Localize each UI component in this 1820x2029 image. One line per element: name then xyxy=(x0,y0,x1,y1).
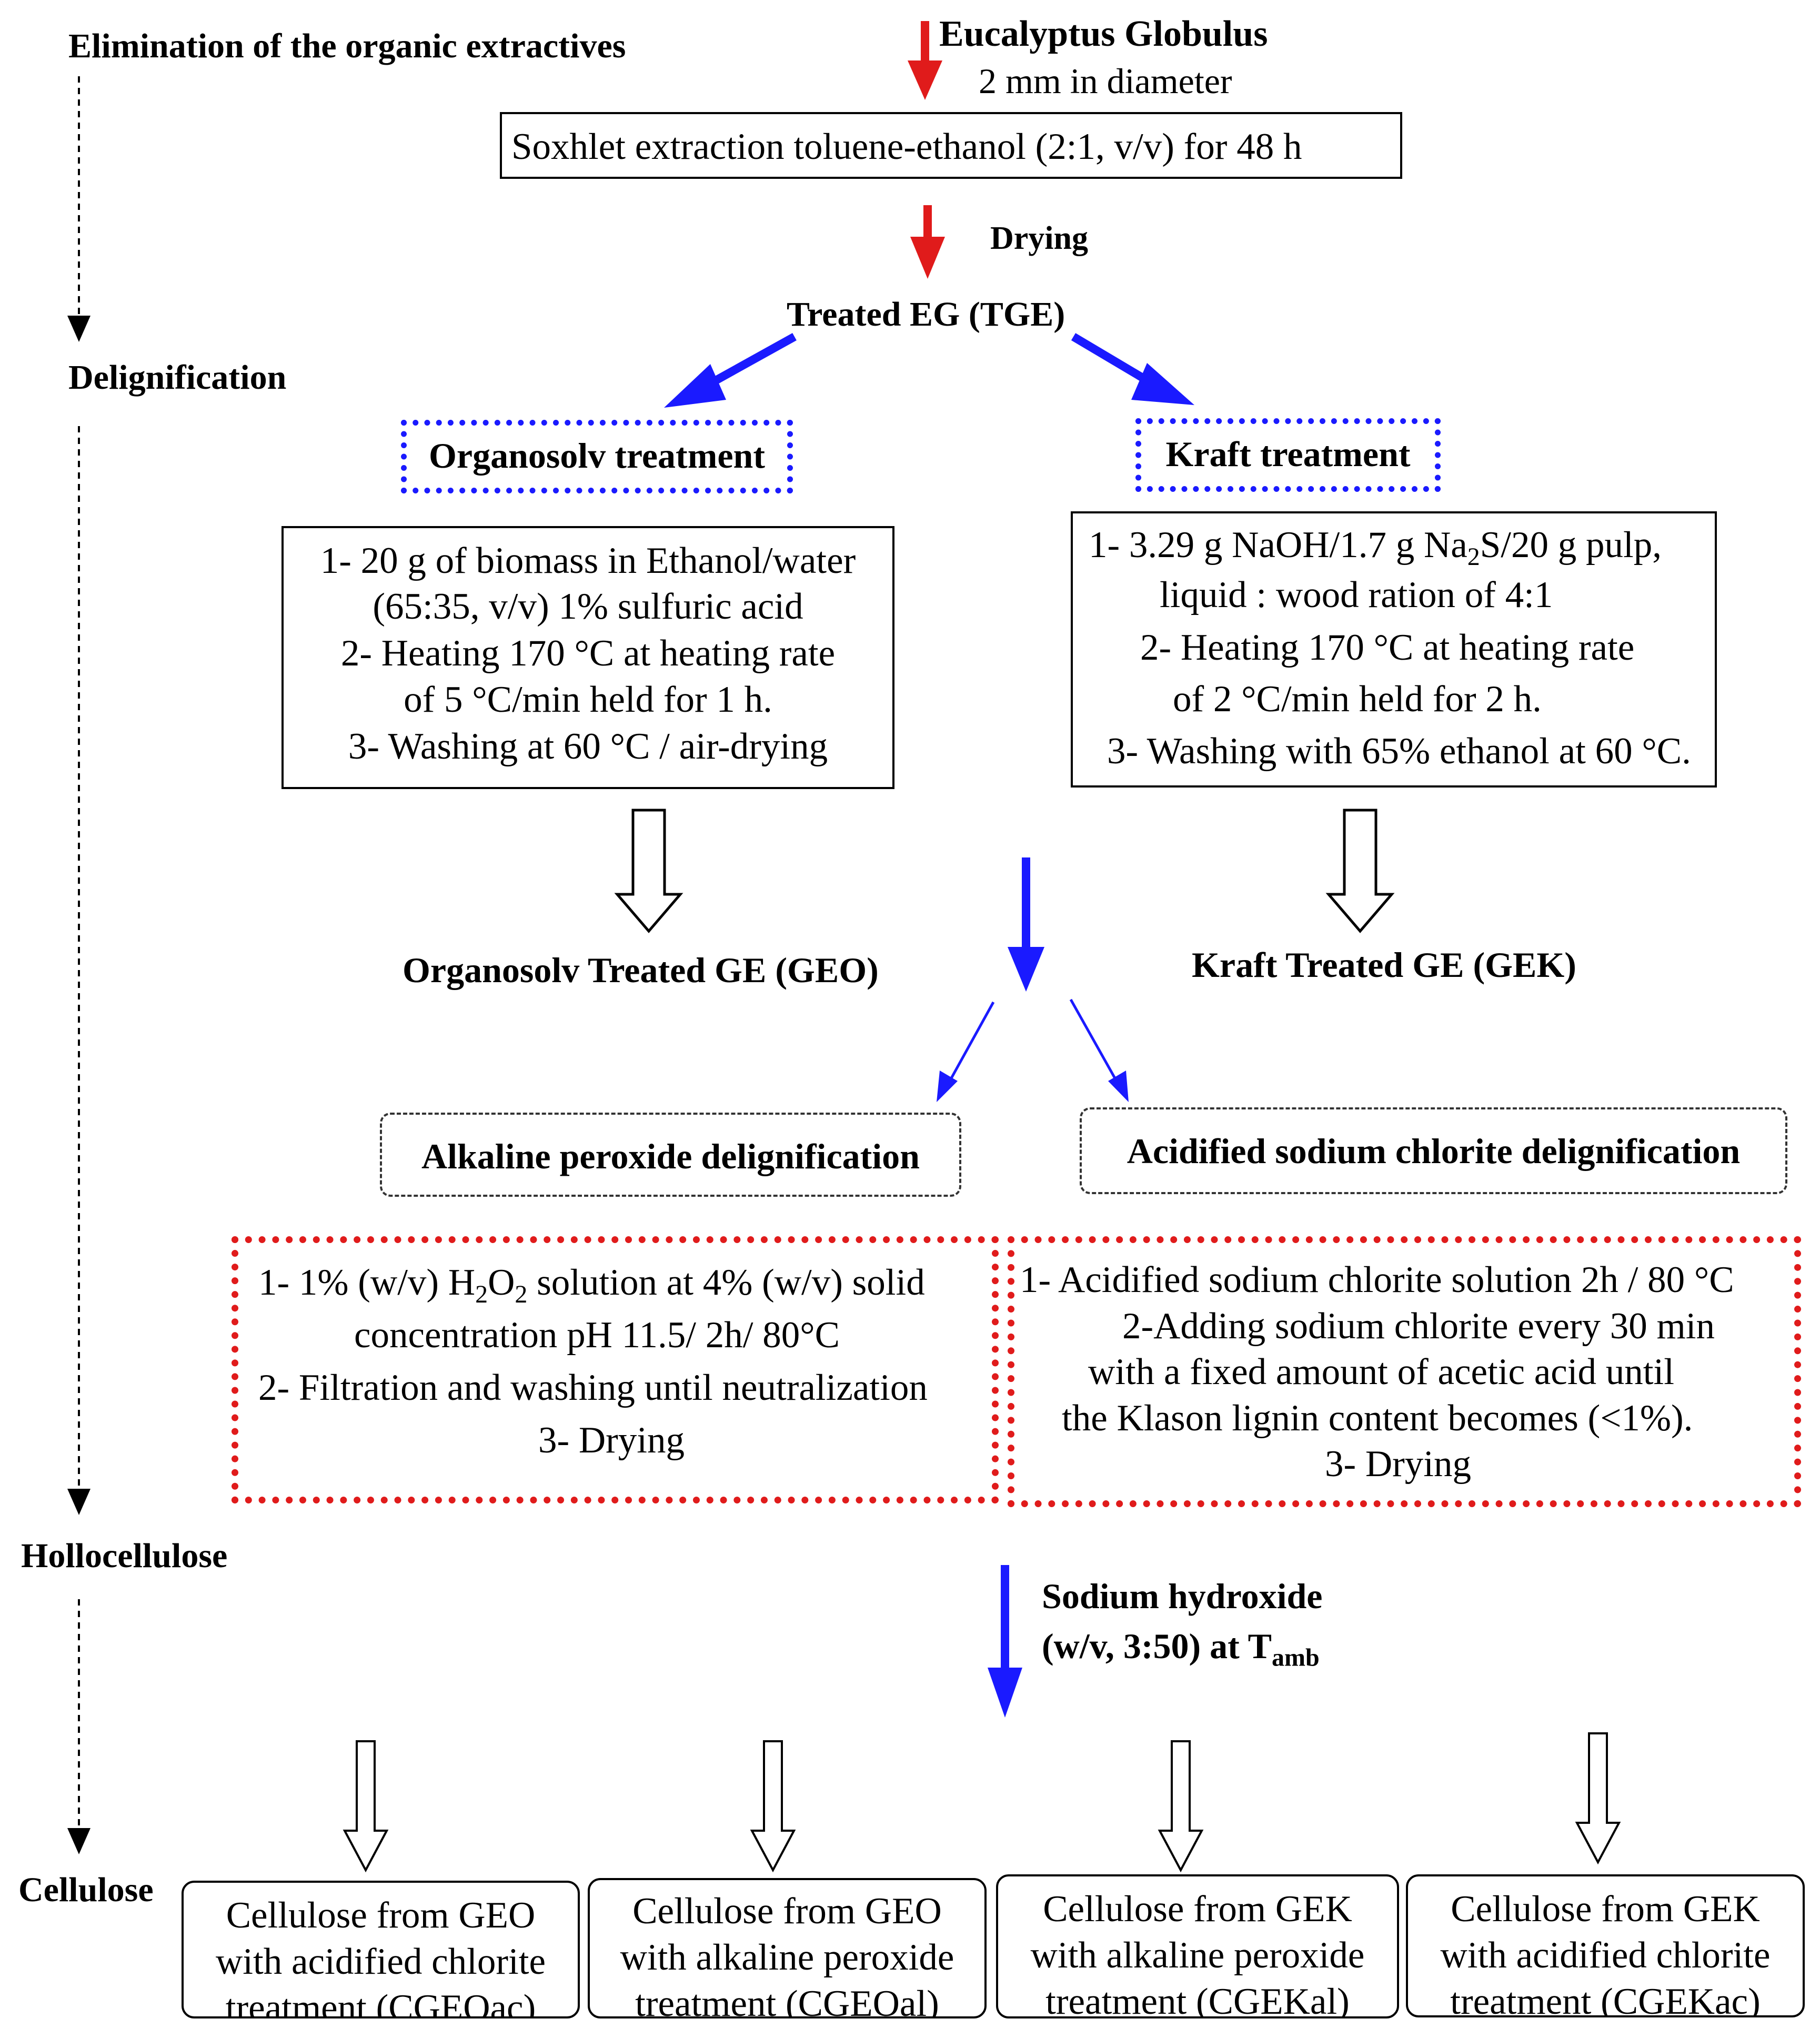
alkaline-step-1-pre: 1- 1% (w/v) H xyxy=(258,1262,476,1303)
product-box-cgekac: Cellulose from GEK with acidified chlori… xyxy=(1406,1874,1805,2017)
organosolv-step-line: 1- 20 g of biomass in Ethanol/water xyxy=(320,540,856,581)
alkaline-step-line: 2- Filtration and washing until neutrali… xyxy=(258,1367,928,1408)
hollow-arrow-product-1 xyxy=(343,1740,389,1873)
product-line: Cellulose from GEK xyxy=(1451,1889,1760,1930)
chlorite-step-line: 3- Drying xyxy=(1325,1443,1472,1485)
kraft-step-1-sub: 2 xyxy=(1467,543,1480,571)
red-arrow-drying xyxy=(910,205,945,279)
alkaline-step-line: concentration pH 11.5/ 2h/ 80°C xyxy=(354,1315,840,1356)
kraft-step-line: 2- Heating 170 °C at heating rate xyxy=(1140,627,1635,668)
organosolv-result: Organosolv Treated GE (GEO) xyxy=(403,950,879,990)
kraft-step-1-pre: 1- 3.29 g NaOH/1.7 g Na xyxy=(1089,524,1467,566)
connector-head-3 xyxy=(67,1828,91,1854)
product-line: treatment (CGEKal) xyxy=(1045,1981,1350,2018)
organosolv-title: Organosolv treatment xyxy=(429,436,765,476)
alkaline-title: Alkaline peroxide delignification xyxy=(421,1136,920,1176)
product-line: with acidified chlorite xyxy=(216,1941,546,1982)
naoh-line-2: (w/v, 3:50) at Tamb xyxy=(1042,1626,1320,1672)
chlorite-step-line: with a fixed amount of acetic acid until xyxy=(1088,1351,1674,1392)
product-text: Cellulose from GEK with alkaline peroxid… xyxy=(998,1886,1397,2018)
stage-label-holocellulose: Hollocellulose xyxy=(21,1537,228,1575)
thin-blue-arrow-right xyxy=(1069,998,1129,1102)
product-line: with acidified chlorite xyxy=(1440,1935,1771,1976)
blue-arrow-center xyxy=(1008,857,1044,992)
product-line: with alkaline peroxide xyxy=(1030,1935,1365,1976)
organosolv-step-line: of 5 °C/min held for 1 h. xyxy=(404,679,772,721)
product-line: with alkaline peroxide xyxy=(620,1937,954,1978)
kraft-step-line: of 2 °C/min held for 2 h. xyxy=(1173,679,1542,720)
blue-arrow-naoh xyxy=(988,1565,1022,1718)
naoh-line-1: Sodium hydroxide xyxy=(1042,1576,1323,1616)
product-line: Cellulose from GEK xyxy=(1043,1889,1352,1930)
product-box-cgekal: Cellulose from GEK with alkaline peroxid… xyxy=(996,1874,1399,2018)
naoh-line-2-text: (w/v, 3:50) at T xyxy=(1042,1626,1272,1666)
stage-label-cellulose: Cellulose xyxy=(18,1871,154,1909)
alkaline-step-1-sub: 2 xyxy=(515,1280,528,1309)
kraft-step-line: 3- Washing with 65% ethanol at 60 °C. xyxy=(1107,731,1691,772)
alkaline-title-box: Alkaline peroxide delignification xyxy=(380,1113,961,1197)
alkaline-step-1: 1- 1% (w/v) H2O2 solution at 4% (w/v) so… xyxy=(258,1261,925,1309)
product-box-cgeoac: Cellulose from GEO with acidified chlori… xyxy=(182,1881,580,2018)
organosolv-step-line: (65:35, v/v) 1% sulfuric acid xyxy=(373,586,803,627)
kraft-step-1-post: S/20 g pulp, xyxy=(1480,524,1662,566)
chlorite-title: Acidified sodium chlorite delignificatio… xyxy=(1127,1131,1741,1171)
hollow-arrow-product-2 xyxy=(750,1740,796,1873)
stage-connector-heads xyxy=(67,316,91,1854)
stage-label-elimination: Elimination of the organic extractives xyxy=(68,27,626,65)
kraft-title-box: Kraft treatment xyxy=(1135,418,1441,492)
kraft-steps-box: 1- 3.29 g NaOH/1.7 g Na2S/20 g pulp, liq… xyxy=(1071,511,1717,788)
chlorite-steps-box: 1- Acidified sodium chlorite solution 2h… xyxy=(1008,1236,1801,1507)
product-line: treatment (CGEKac) xyxy=(1450,1981,1761,2017)
drying-label: Drying xyxy=(990,220,1088,256)
organosolv-step-line: 3- Washing at 60 °C / air-drying xyxy=(348,726,828,767)
alkaline-step-1-mid: O xyxy=(488,1262,515,1303)
chlorite-step-line: 1- Acidified sodium chlorite solution 2h… xyxy=(1020,1259,1734,1300)
product-text: Cellulose from GEO with alkaline peroxid… xyxy=(590,1888,984,2018)
chlorite-step-line: the Klason lignin content becomes (<1%). xyxy=(1062,1398,1693,1439)
source-size: 2 mm in diameter xyxy=(979,61,1232,101)
hollow-arrow-product-4 xyxy=(1575,1732,1621,1865)
soxhlet-text: Soxhlet extraction toluene-ethanol (2:1,… xyxy=(511,126,1302,167)
hollow-arrow-organosolv xyxy=(614,809,683,933)
chlorite-step-line: 2-Adding sodium chlorite every 30 min xyxy=(1122,1306,1715,1347)
product-box-cgeoal: Cellulose from GEO with alkaline peroxid… xyxy=(588,1878,987,2018)
connector-head-2 xyxy=(67,1489,91,1515)
alkaline-step-1-sub: 2 xyxy=(475,1280,488,1309)
hollow-arrow-kraft xyxy=(1325,809,1395,933)
alkaline-steps-box: 1- 1% (w/v) H2O2 solution at 4% (w/v) so… xyxy=(232,1236,999,1503)
alkaline-step-line: 3- Drying xyxy=(538,1420,685,1461)
red-arrow-top xyxy=(908,21,942,100)
organosolv-steps-box: 1- 20 g of biomass in Ethanol/water (65:… xyxy=(281,526,894,789)
product-line: treatment (CGEOal) xyxy=(635,1983,939,2018)
product-line: treatment (CGEOac) xyxy=(225,1987,536,2018)
blue-arrow-to-organosolv xyxy=(664,333,797,408)
soxhlet-box: Soxhlet extraction toluene-ethanol (2:1,… xyxy=(500,112,1402,179)
thin-blue-arrow-left xyxy=(937,1001,995,1102)
naoh-line-2-sub: amb xyxy=(1271,1643,1320,1672)
organosolv-steps: 1- 20 g of biomass in Ethanol/water (65:… xyxy=(284,538,892,770)
organosolv-step-line: 2- Heating 170 °C at heating rate xyxy=(340,632,836,674)
alkaline-step-1-post: solution at 4% (w/v) solid xyxy=(527,1262,925,1303)
hollow-arrow-product-3 xyxy=(1158,1740,1204,1873)
source-name: Eucalyptus Globulus xyxy=(939,14,1268,54)
kraft-result: Kraft Treated GE (GEK) xyxy=(1192,945,1576,985)
product-text: Cellulose from GEK with acidified chlori… xyxy=(1408,1886,1803,2017)
kraft-step-line: liquid : wood ration of 4:1 xyxy=(1160,574,1553,615)
product-text: Cellulose from GEO with acidified chlori… xyxy=(184,1892,578,2018)
product-line: Cellulose from GEO xyxy=(632,1891,942,1932)
connector-head-1 xyxy=(67,316,91,342)
blue-arrow-to-kraft xyxy=(1071,333,1194,405)
kraft-step-1: 1- 3.29 g NaOH/1.7 g Na2S/20 g pulp, xyxy=(1089,524,1662,571)
chlorite-title-box: Acidified sodium chlorite delignificatio… xyxy=(1080,1107,1787,1194)
treated-eg-label: Treated EG (TGE) xyxy=(787,295,1065,334)
organosolv-title-box: Organosolv treatment xyxy=(401,420,793,493)
kraft-title: Kraft treatment xyxy=(1165,434,1411,474)
stage-label-delignification: Delignification xyxy=(68,358,287,397)
product-line: Cellulose from GEO xyxy=(226,1895,536,1936)
